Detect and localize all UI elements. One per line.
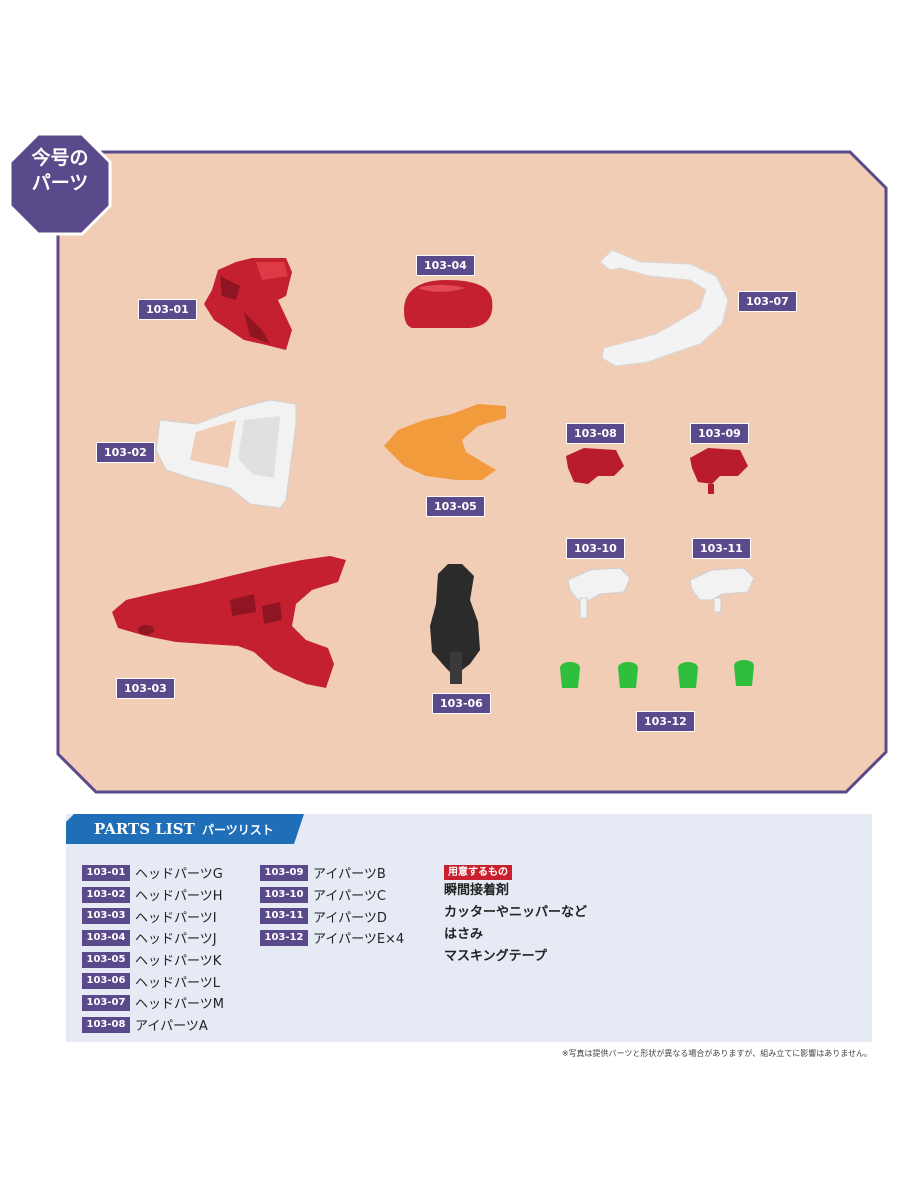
list-item: 103-01 ヘッドパーツG <box>82 862 224 884</box>
part-103-08-shape <box>566 448 624 484</box>
list-item: 103-05 ヘッドパーツK <box>82 949 224 971</box>
parts-photo <box>8 132 888 794</box>
parts-list-header-bg <box>66 814 304 844</box>
part-name: ヘッドパーツI <box>135 910 217 926</box>
part-103-11-shape <box>689 567 755 613</box>
badge-title: 今号の パーツ <box>14 146 106 196</box>
label-103-12: 103-12 <box>636 711 695 732</box>
label-103-01: 103-01 <box>138 299 197 320</box>
part-code: 103-08 <box>82 1016 130 1033</box>
label-103-11: 103-11 <box>692 538 751 559</box>
part-name: ヘッドパーツJ <box>135 932 217 948</box>
list-item: 103-07 ヘッドパーツM <box>82 992 224 1014</box>
part-103-12-shapes <box>560 660 754 688</box>
part-code: 103-09 <box>260 864 308 881</box>
required-item: 瞬間接着剤 <box>444 883 510 898</box>
label-103-08: 103-08 <box>566 423 625 444</box>
part-name: アイパーツA <box>135 1019 208 1035</box>
required-item: カッターやニッパーなど <box>444 905 588 920</box>
part-103-04-shape <box>404 280 493 328</box>
label-103-03: 103-03 <box>116 678 175 699</box>
list-item: 103-11 アイパーツD <box>260 905 404 927</box>
part-code: 103-05 <box>82 951 130 968</box>
part-code: 103-04 <box>82 929 130 946</box>
part-code: 103-07 <box>82 994 130 1011</box>
label-103-04: 103-04 <box>416 255 475 276</box>
part-103-07-shape <box>599 249 729 367</box>
badge-line-2: パーツ <box>31 172 89 194</box>
label-103-05: 103-05 <box>426 496 485 517</box>
part-code: 103-03 <box>82 908 130 925</box>
part-name: アイパーツB <box>313 867 386 883</box>
list-item: 103-12 アイパーツE×4 <box>260 927 404 949</box>
part-name: アイパーツE×4 <box>313 932 405 948</box>
part-name: アイパーツC <box>313 889 386 905</box>
required-item: はさみ <box>444 927 484 942</box>
required-items: 用意するもの 瞬間接着剤 カッターやニッパーなど はさみ マスキングテープ <box>444 860 587 968</box>
part-name: ヘッドパーツK <box>135 954 222 970</box>
part-code: 103-10 <box>260 886 308 903</box>
part-code: 103-11 <box>260 908 308 925</box>
parts-list-header: PARTS LIST パーツリスト <box>66 814 304 844</box>
list-item: 103-06 ヘッドパーツL <box>82 970 224 992</box>
label-103-09: 103-09 <box>690 423 749 444</box>
part-103-05-shape <box>384 404 506 480</box>
label-103-02: 103-02 <box>96 442 155 463</box>
part-name: ヘッドパーツH <box>135 889 223 905</box>
parts-list-column-1: 103-01 ヘッドパーツG 103-02 ヘッドパーツH 103-03 ヘッドパーツ… <box>82 862 224 1036</box>
part-name: アイパーツD <box>313 910 387 926</box>
required-items-badge: 用意するもの <box>444 865 512 880</box>
part-103-02-shape <box>155 399 297 509</box>
list-item: 103-10 アイパーツC <box>260 884 404 906</box>
part-103-09-shape <box>690 448 748 494</box>
part-code: 103-02 <box>82 886 130 903</box>
required-item: マスキングテープ <box>444 949 547 964</box>
parts-list-column-2: 103-09 アイパーツB 103-10 アイパーツC 103-11 アイパーツD 1… <box>260 862 404 949</box>
parts-list-subtitle: パーツリスト <box>202 823 274 837</box>
list-item: 103-02 ヘッドパーツH <box>82 884 224 906</box>
list-item: 103-03 ヘッドパーツI <box>82 905 224 927</box>
part-code: 103-12 <box>260 929 308 946</box>
parts-list-title: PARTS LIST <box>94 820 195 838</box>
list-item: 103-08 アイパーツA <box>82 1014 224 1036</box>
label-103-10: 103-10 <box>566 538 625 559</box>
parts-photo-panel: 今号の パーツ 103-01 103-02 103-03 103-04 103-… <box>8 132 888 794</box>
list-item: 103-09 アイパーツB <box>260 862 404 884</box>
part-103-01-shape <box>204 258 292 350</box>
footnote: ※写真は提供パーツと形状が異なる場合がありますが、組み立てに影響はありません。 <box>561 1049 872 1058</box>
badge-line-1: 今号の <box>31 147 89 169</box>
label-103-06: 103-06 <box>432 693 491 714</box>
part-103-06-shape <box>430 564 480 684</box>
parts-list-box <box>66 814 872 1042</box>
part-103-03-shape <box>112 556 346 688</box>
badge-octagon <box>8 132 112 236</box>
part-103-10-shape <box>567 567 631 619</box>
part-name: ヘッドパーツL <box>135 975 220 991</box>
part-code: 103-01 <box>82 864 130 881</box>
list-item: 103-04 ヘッドパーツJ <box>82 927 224 949</box>
part-code: 103-06 <box>82 973 130 990</box>
part-name: ヘッドパーツG <box>135 867 223 883</box>
label-103-07: 103-07 <box>738 291 797 312</box>
part-name: ヘッドパーツM <box>135 997 224 1013</box>
